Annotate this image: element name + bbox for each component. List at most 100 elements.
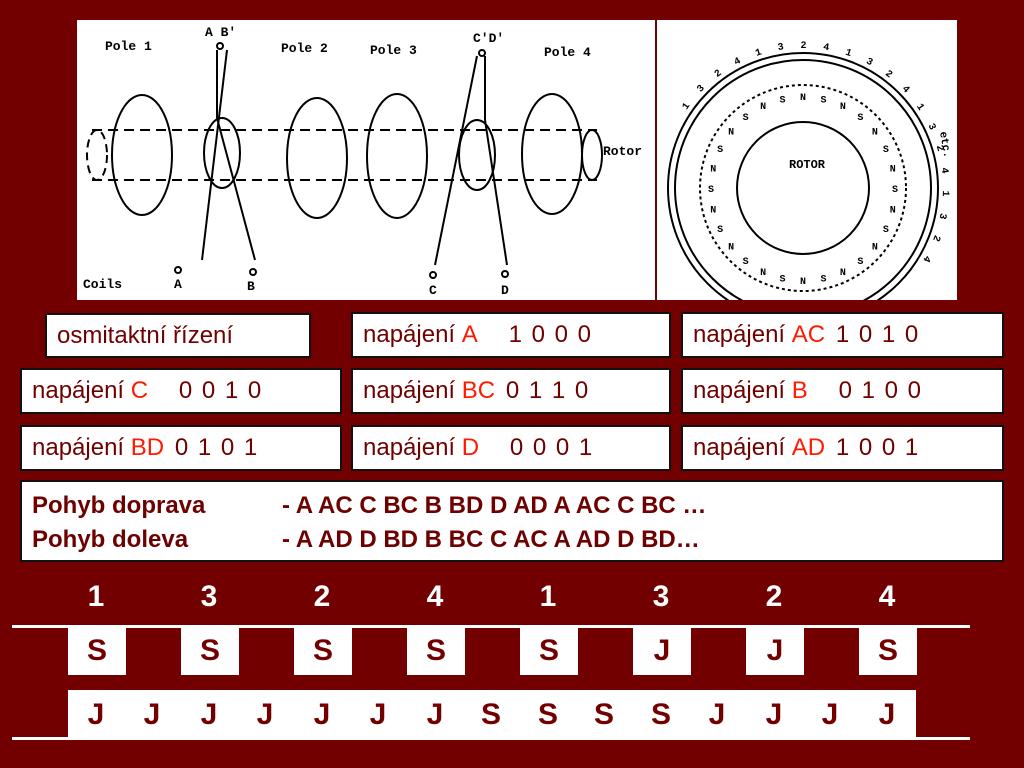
stator-pole-cell: S <box>181 627 239 675</box>
rotor-pole-letter: S <box>857 113 863 124</box>
rotor-pole-letter: S <box>779 275 785 286</box>
ring-number: 4 <box>920 253 933 264</box>
rotor-pole-letter: S <box>820 95 826 106</box>
rotor-pole-cell: S <box>650 698 671 731</box>
ring-number: 4 <box>938 167 950 174</box>
rotor-pole-cell: J <box>87 698 105 731</box>
pole-number: 3 <box>200 580 218 613</box>
mode-phase: BD <box>130 434 165 461</box>
rotor-side-label: Rotor <box>603 144 642 159</box>
rotor-pole-letter: S <box>883 145 889 156</box>
ring-number: 1 <box>913 102 925 113</box>
terminal-top-cd: C'D' <box>473 31 504 46</box>
coil-diagram-panel: Pole 1 Pole 2 Pole 3 Pole 4 A B' C'D' A … <box>77 20 655 300</box>
rotor-pole-letter: N <box>890 206 896 217</box>
mode-prefix: napájení <box>363 321 456 348</box>
terminal-top-ab: A B' <box>205 25 236 40</box>
rotor-pole-letter: S <box>883 225 889 236</box>
rotor-pole-letter: N <box>800 277 806 288</box>
pole-label-2: Pole 2 <box>281 41 328 56</box>
ring-number: 2 <box>713 68 724 80</box>
stator-pole-cell: S <box>407 627 465 675</box>
ring-number: 1 <box>844 48 853 60</box>
terminal-bottom-c: C <box>429 283 437 298</box>
mode-prefix: napájení <box>363 434 456 461</box>
ring-number: 3 <box>695 83 707 95</box>
rotor-pole-letter: N <box>872 128 878 139</box>
ring-number: 3 <box>777 42 785 54</box>
stator-pole-cell: S <box>294 627 352 675</box>
ring-number: 2 <box>933 144 945 153</box>
mode-phase: AD <box>791 434 826 461</box>
ring-number: 3 <box>925 122 938 132</box>
mode-phase: A <box>461 321 478 348</box>
sequence-right-row: Pohyb doprava- A AC C BC B BD D AD A AC … <box>32 492 706 520</box>
pole-label-1: Pole 1 <box>105 39 152 54</box>
ring-number: 1 <box>939 190 950 196</box>
rotor-pole-cell: S <box>537 698 558 731</box>
mode-prefix: napájení <box>693 377 786 404</box>
terminal-bottom-a: A <box>174 277 182 292</box>
pole-label-3: Pole 3 <box>370 43 417 58</box>
ring-number: 4 <box>733 56 743 69</box>
terminal-bottom-b: B <box>247 279 255 294</box>
stator-line <box>12 625 970 628</box>
ring-number: 3 <box>936 212 948 220</box>
mode-prefix: napájení <box>363 377 456 404</box>
pole-label-4: Pole 4 <box>544 45 591 60</box>
ring-number: 1 <box>754 47 763 59</box>
ring-number: 2 <box>800 41 806 52</box>
pole-number: 2 <box>313 580 331 613</box>
rotor-pole-letter: S <box>708 185 714 196</box>
rotor-pole-cell: J <box>821 698 839 731</box>
rotor-pole-cell: J <box>765 698 783 731</box>
pole-number: 1 <box>539 580 557 613</box>
ring-number: 4 <box>822 43 830 55</box>
sequence-left-value: - A AD D BD B BC C AC A AD D BD… <box>282 526 700 553</box>
rotor-pole-letter: N <box>840 102 846 113</box>
rotor-pole-letter: S <box>743 113 749 124</box>
rotor-pole-letter: S <box>743 257 749 268</box>
rotor-pole-cell: J <box>878 698 896 731</box>
sequence-right-label: Pohyb doprava <box>32 492 206 519</box>
mode-phase: BC <box>461 377 496 404</box>
rotor-pole-cell: J <box>708 698 726 731</box>
rotor-pole-cell: J <box>426 698 444 731</box>
rotor-pole-cell: J <box>143 698 161 731</box>
ring-number: 3 <box>864 57 874 70</box>
pole-number: 4 <box>426 580 444 613</box>
rotor-pole-letter: S <box>892 185 898 196</box>
rotor-pole-letter: S <box>820 275 826 286</box>
stator-pole-cell: S <box>520 627 578 675</box>
rotor-pole-letter: S <box>717 145 723 156</box>
rotor-pole-cell: J <box>313 698 331 731</box>
ring-number: 4 <box>899 84 911 96</box>
mode-prefix: napájení <box>32 434 125 461</box>
rotor-pole-letter: N <box>800 93 806 104</box>
mode-label: osmitaktní řízení <box>57 321 234 349</box>
stator-pole-cell: J <box>633 627 691 675</box>
rotor-pole-letter: N <box>710 206 716 217</box>
mode-phase: AC <box>791 321 826 348</box>
rotor-pole-letter: S <box>717 225 723 236</box>
coils-label: Coils <box>83 277 122 292</box>
mode-prefix: napájení <box>32 377 125 404</box>
mode-phase: D <box>461 434 480 461</box>
rotor-pole-letter: N <box>872 242 878 253</box>
mode-prefix: napájení <box>693 321 786 348</box>
pole-number: 2 <box>765 580 783 613</box>
motion-sequence-box: Pohyb doprava- A AC C BC B BD D AD A AC … <box>20 480 1004 562</box>
